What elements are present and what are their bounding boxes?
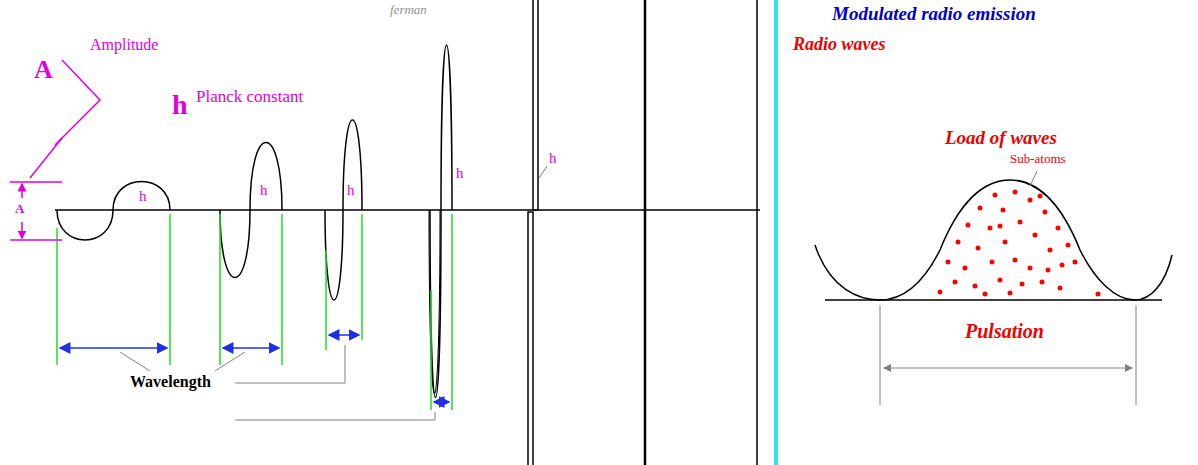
callout-label: Planck constant: [196, 88, 303, 107]
callout-label: Amplitude: [90, 36, 158, 54]
watermark: ferman: [390, 3, 427, 17]
dimension-label: Pulsation: [965, 320, 1044, 342]
section-title: Modulated radio emission: [832, 4, 1036, 25]
dimension-label: A: [14, 202, 25, 216]
wave-label: h: [260, 182, 268, 199]
callout-label: Load of waves: [945, 128, 1057, 149]
wave-label: h: [347, 182, 355, 199]
section-label: Radio waves: [793, 35, 886, 55]
symbol-letter: h: [172, 90, 188, 121]
symbol-letter: A: [34, 56, 53, 85]
axis-label: Wavelength: [130, 373, 211, 391]
wave-label: h: [139, 188, 147, 205]
wave-label: h: [549, 150, 557, 167]
wave-label: h: [456, 165, 464, 182]
callout-label: Sub-atoms: [1010, 152, 1066, 166]
